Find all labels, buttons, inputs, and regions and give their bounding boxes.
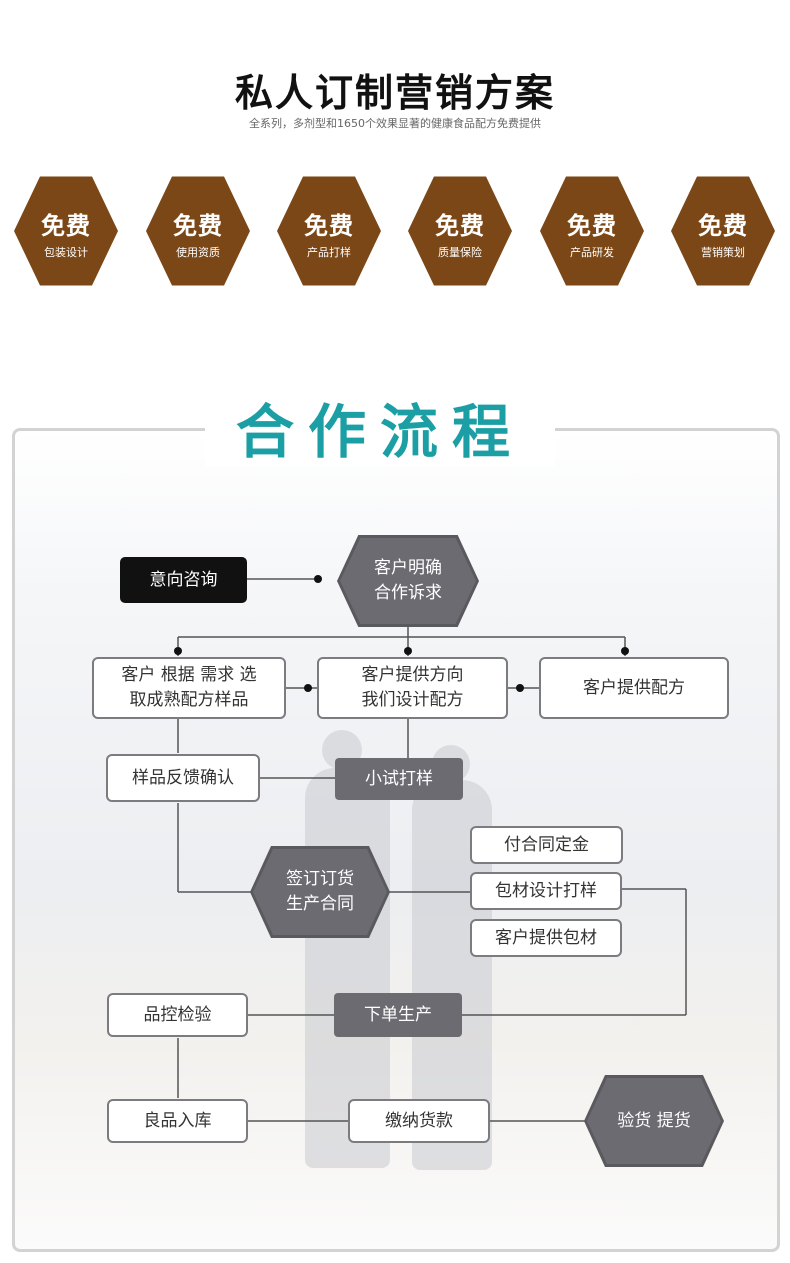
node-client-requirement: 客户明确 合作诉求: [337, 535, 479, 627]
node-label: 包材设计打样: [495, 880, 597, 901]
page-subtitle: 全系列，多剂型和1650个效果显著的健康食品配方免费提供: [249, 117, 541, 130]
badge-free-label: 免费: [567, 212, 617, 240]
badge-free-label: 免费: [41, 212, 91, 240]
badge-free-label: 免费: [304, 212, 354, 240]
badge-service-label: 质量保险: [438, 246, 482, 259]
node-label: 付合同定金: [504, 834, 589, 855]
node-label: 客户 根据 需求 选 取成熟配方样品: [121, 665, 257, 710]
badge-free-label: 免费: [435, 212, 485, 240]
node-label: 样品反馈确认: [132, 767, 234, 788]
node-place-order: 下单生产: [334, 993, 462, 1037]
node-label: 签订订货 生产合同: [286, 869, 354, 914]
badge-free-label: 免费: [698, 212, 748, 240]
flow-title: 合作流程: [205, 398, 555, 466]
node-warehouse: 良品入库: [107, 1099, 248, 1143]
node-label: 验货 提货: [617, 1110, 691, 1131]
node-label: 良品入库: [143, 1110, 212, 1131]
badge-service-label: 包装设计: [44, 246, 88, 259]
node-label: 缴纳货款: [385, 1110, 453, 1131]
node-label: 客户明确 合作诉求: [374, 558, 442, 603]
node-payment: 缴纳货款: [348, 1099, 490, 1143]
badge-service-label: 产品打样: [307, 246, 351, 259]
page-title: 私人订制营销方案: [234, 70, 555, 115]
node-client-formula: 客户提供配方: [539, 657, 729, 719]
node-select-formula: 客户 根据 需求 选 取成熟配方样品: [92, 657, 286, 719]
node-sign-contract: 签订订货 生产合同: [250, 846, 390, 938]
badge-free-label: 免费: [173, 212, 223, 240]
node-trial-sample: 小试打样: [335, 758, 463, 800]
node-sample-feedback: 样品反馈确认: [106, 754, 260, 802]
node-label: 客户提供方向 我们设计配方: [361, 665, 464, 710]
node-label: 小试打样: [365, 768, 433, 789]
node-label: 客户提供包材: [495, 927, 597, 948]
node-intent-consult: 意向咨询: [120, 557, 247, 603]
node-quality-check: 品控检验: [107, 993, 248, 1037]
badge-service-label: 营销策划: [701, 246, 745, 259]
service-badge-quality-insurance: 免费 质量保险: [408, 176, 512, 286]
badge-service-label: 使用资质: [176, 246, 220, 259]
node-inspect-pickup: 验货 提货: [584, 1075, 724, 1167]
node-client-package: 客户提供包材: [470, 919, 622, 957]
service-badge-sampling: 免费 产品打样: [277, 176, 381, 286]
badge-service-label: 产品研发: [570, 246, 614, 259]
node-package-design: 包材设计打样: [470, 872, 622, 910]
node-label: 品控检验: [143, 1004, 212, 1025]
node-deposit: 付合同定金: [470, 826, 623, 864]
node-design-formula: 客户提供方向 我们设计配方: [317, 657, 508, 719]
node-label: 客户提供配方: [583, 677, 685, 698]
node-label: 下单生产: [364, 1004, 432, 1025]
node-label: 意向咨询: [149, 569, 218, 590]
